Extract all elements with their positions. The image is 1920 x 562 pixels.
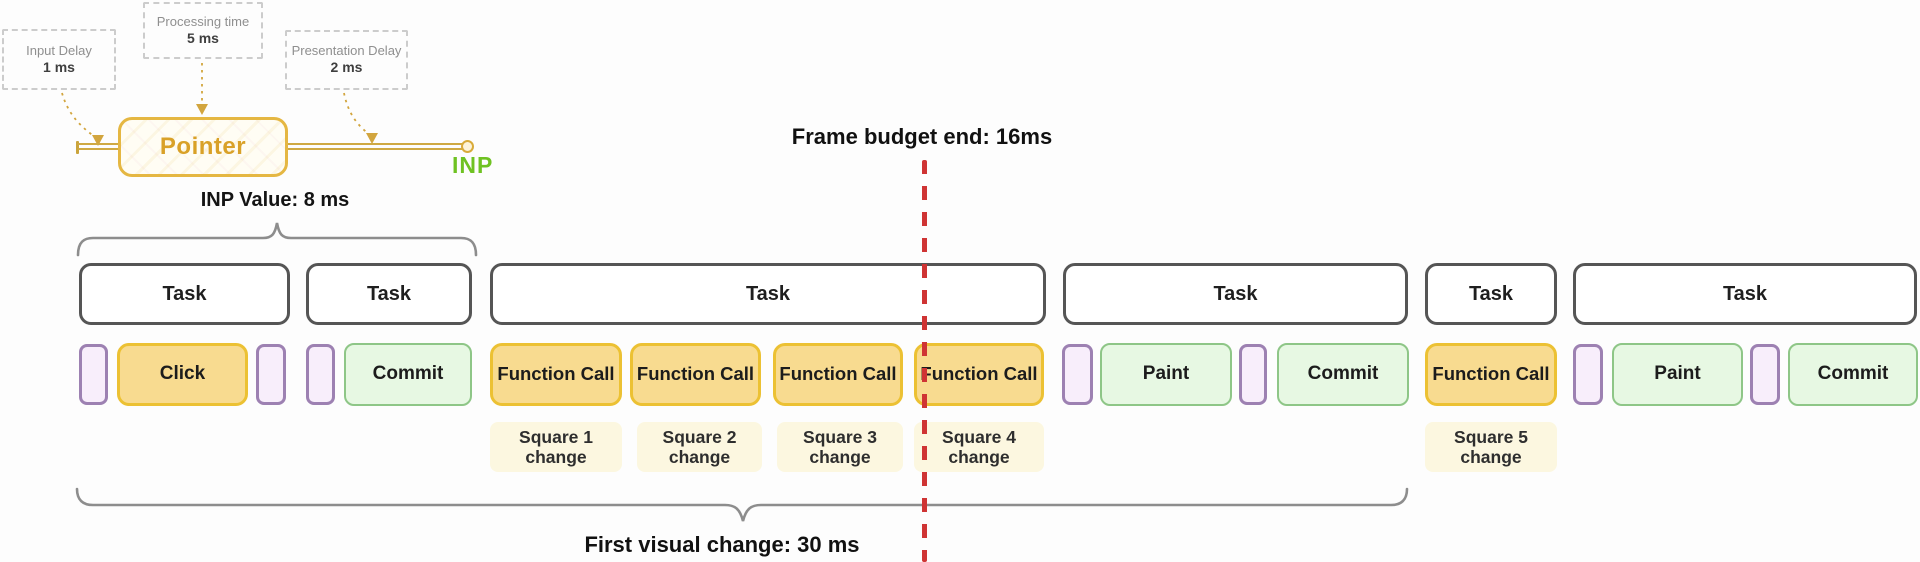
frame-budget-label: Frame budget end: 16ms bbox=[791, 124, 1053, 149]
function-call-label: Function Call bbox=[636, 363, 755, 385]
commit-block-label: Commit bbox=[372, 363, 444, 385]
task-box-3: Task bbox=[490, 263, 1046, 325]
pointer-event-label: Pointer bbox=[159, 133, 247, 160]
function-call-block: Function Call bbox=[914, 343, 1044, 406]
presentation-delay-annotation: Presentation Delay 2 ms bbox=[285, 30, 408, 90]
square-change-label: Square 2 change bbox=[637, 422, 762, 472]
task-box-4: Task bbox=[1063, 263, 1408, 325]
square-change-label: Square 1 change bbox=[490, 422, 622, 472]
commit-block-label: Commit bbox=[1817, 363, 1889, 385]
commit-block: Commit bbox=[1277, 343, 1409, 406]
idle-gap-block bbox=[1573, 344, 1603, 405]
function-call-block: Function Call bbox=[490, 343, 622, 406]
idle-gap-block bbox=[256, 344, 286, 405]
function-call-block: Function Call bbox=[773, 343, 903, 406]
paint-block: Paint bbox=[1612, 343, 1743, 406]
task-label: Task bbox=[1213, 282, 1258, 305]
click-block: Click bbox=[117, 343, 248, 406]
track-start-tick bbox=[76, 141, 79, 154]
idle-gap-block bbox=[306, 344, 335, 405]
commit-block: Commit bbox=[1788, 343, 1918, 406]
task-label: Task bbox=[745, 282, 791, 305]
task-label: Task bbox=[162, 282, 207, 305]
task-box-5: Task bbox=[1425, 263, 1557, 325]
processing-time-annotation: Processing time 5 ms bbox=[143, 2, 263, 59]
task-label: Task bbox=[1468, 282, 1514, 305]
paint-block-label: Paint bbox=[1654, 363, 1701, 385]
task-label: Task bbox=[1722, 282, 1768, 305]
function-call-block: Function Call bbox=[630, 343, 761, 406]
task-box-6: Task bbox=[1573, 263, 1917, 325]
square-change-label: Square 3 change bbox=[777, 422, 903, 472]
square-change-label: Square 5 change bbox=[1425, 422, 1557, 472]
input-delay-value: 1 ms bbox=[43, 58, 75, 75]
commit-block-label: Commit bbox=[1307, 363, 1379, 385]
paint-block: Paint bbox=[1100, 343, 1232, 406]
first-visual-change-label: First visual change: 30 ms bbox=[584, 532, 860, 557]
function-call-label: Function Call bbox=[920, 363, 1038, 385]
processing-time-title: Processing time bbox=[156, 13, 250, 29]
task-box-1: Task bbox=[79, 263, 290, 325]
idle-gap-block bbox=[79, 344, 108, 405]
inp-value-brace bbox=[76, 222, 478, 257]
inp-endpoint-circle bbox=[461, 140, 474, 153]
function-call-label: Function Call bbox=[1432, 363, 1550, 385]
input-delay-title: Input Delay bbox=[26, 42, 92, 58]
commit-block: Commit bbox=[344, 343, 472, 406]
square-change-label: Square 4 change bbox=[914, 422, 1044, 472]
task-box-2: Task bbox=[306, 263, 472, 325]
processing-time-value: 5 ms bbox=[187, 29, 219, 46]
inp-value-label: INP Value: 8 ms bbox=[200, 189, 350, 211]
first-visual-change-brace bbox=[75, 487, 1409, 522]
idle-gap-block bbox=[1062, 344, 1093, 405]
idle-gap-block bbox=[1239, 344, 1267, 405]
function-call-label: Function Call bbox=[497, 363, 615, 385]
input-delay-annotation: Input Delay 1 ms bbox=[2, 29, 116, 90]
event-track-line-right bbox=[288, 143, 463, 150]
pointer-event-box: Pointer bbox=[118, 117, 288, 177]
function-call-block: Function Call bbox=[1425, 343, 1557, 406]
frame-budget-line bbox=[922, 160, 927, 562]
inp-endpoint-label: INP bbox=[452, 152, 494, 178]
function-call-label: Function Call bbox=[779, 363, 897, 385]
paint-block-label: Paint bbox=[1142, 363, 1190, 385]
presentation-delay-value: 2 ms bbox=[330, 59, 363, 76]
idle-gap-block bbox=[1750, 344, 1780, 405]
task-label: Task bbox=[366, 282, 412, 305]
event-track-line-left bbox=[78, 143, 118, 150]
presentation-delay-title: Presentation Delay bbox=[291, 43, 402, 59]
click-block-label: Click bbox=[159, 363, 206, 385]
